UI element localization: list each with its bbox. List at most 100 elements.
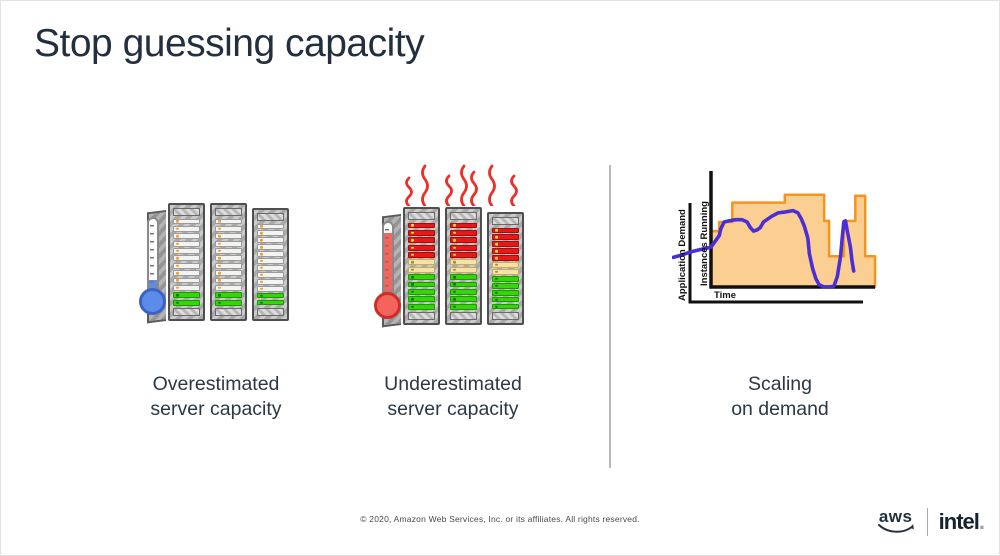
server-slot-idle: [173, 284, 200, 291]
slot-led-icon: [495, 263, 498, 267]
server-slot-overload: [492, 248, 519, 254]
slot-led-icon: [218, 234, 221, 238]
server-slot-active: [408, 274, 435, 280]
server-slot-idle: [257, 251, 284, 257]
server-slot-idle: [257, 244, 284, 250]
slot-led-icon: [453, 290, 456, 294]
slot-led-icon: [260, 280, 263, 284]
server-slot-active: [408, 281, 435, 288]
server-slot-warn: [450, 259, 477, 266]
thermometer-icon: [373, 221, 403, 319]
slot-led-icon: [260, 287, 263, 291]
slot-led-icon: [411, 261, 414, 264]
server-slot-warn: [408, 259, 435, 266]
server-slot-idle: [173, 240, 200, 247]
server-rack: [168, 203, 205, 321]
server-slot-active: [492, 276, 519, 282]
slot-led-icon: [176, 220, 179, 223]
slot-led-icon: [218, 220, 221, 223]
server-rack: [487, 212, 524, 325]
server-slot-idle: [215, 262, 242, 269]
vertical-divider: [609, 165, 611, 468]
slot-led-icon: [453, 253, 456, 257]
slot-led-icon: [495, 256, 498, 260]
server-slot-warn: [492, 262, 519, 268]
server-slot-active: [408, 296, 435, 303]
rack-bottom-cap: [450, 312, 477, 320]
server-slot-idle: [257, 272, 284, 278]
slot-led-icon: [453, 231, 456, 235]
slot-led-icon: [218, 286, 221, 290]
server-slot-active: [257, 293, 284, 299]
underestimated-servers-illustration: [374, 164, 524, 328]
thermometer-ticks: [150, 225, 154, 285]
slot-led-icon: [411, 253, 414, 257]
server-slot-idle: [215, 277, 242, 284]
slot-led-icon: [411, 275, 414, 279]
slot-led-icon: [411, 224, 414, 227]
aws-logo-text: aws: [878, 506, 913, 526]
server-slot-active: [173, 292, 200, 299]
server-slot-idle: [257, 279, 284, 285]
server-slot-active: [215, 292, 242, 299]
server-slot-overload: [408, 222, 435, 229]
slot-led-icon: [218, 301, 221, 304]
rack-top-cap: [173, 208, 200, 216]
server-slot-warn: [408, 266, 435, 273]
server-slot-overload: [450, 229, 477, 236]
slot-led-icon: [411, 246, 414, 249]
slot-led-icon: [260, 238, 263, 242]
logo-separator: [926, 508, 928, 536]
slot-led-icon: [176, 257, 179, 260]
server-slot-active: [492, 303, 519, 310]
server-slot-warn: [492, 269, 519, 275]
server-slot-active: [450, 288, 477, 295]
slot-led-icon: [495, 270, 498, 274]
server-slot-idle: [257, 258, 284, 264]
slot-led-icon: [411, 290, 414, 294]
slot-led-icon: [495, 228, 498, 232]
slot-led-icon: [453, 305, 456, 308]
server-slot-idle: [215, 284, 242, 291]
slot-led-icon: [260, 252, 263, 256]
slot-led-icon: [218, 264, 221, 267]
server-slot-active: [257, 299, 284, 306]
server-rack: [210, 203, 247, 321]
slot-led-icon: [453, 283, 456, 286]
server-slot-active: [450, 296, 477, 303]
slot-led-icon: [495, 235, 498, 239]
server-slot-overload: [492, 227, 519, 233]
server-slot-active: [492, 283, 519, 289]
rack-slots: [492, 227, 519, 310]
slot-led-icon: [176, 271, 179, 275]
server-slot-overload: [492, 241, 519, 247]
slot-led-icon: [411, 297, 414, 301]
slot-led-icon: [495, 298, 498, 301]
server-slot-idle: [173, 233, 200, 240]
copyright-footer: © 2020, Amazon Web Services, Inc. or its…: [360, 514, 640, 524]
rack-slots: [257, 223, 284, 306]
thermometer-icon: [138, 217, 168, 315]
rack-top-cap: [215, 208, 242, 216]
rack-slots: [450, 222, 477, 310]
slot-led-icon: [495, 291, 498, 295]
rack-top-cap: [408, 212, 435, 220]
server-slot-idle: [173, 255, 200, 262]
server-slot-idle: [173, 248, 200, 254]
server-slot-idle: [173, 218, 200, 225]
slot-led-icon: [218, 257, 221, 260]
caption-underestimated: Underestimated server capacity: [384, 373, 522, 420]
server-slot-idle: [257, 286, 284, 292]
thermometer-tube: [147, 217, 159, 289]
thermometer-bulb: [139, 288, 166, 315]
server-slot-idle: [257, 223, 284, 229]
server-slot-active: [450, 303, 477, 310]
slot-led-icon: [411, 231, 414, 235]
rack-slots: [173, 218, 200, 306]
brand-logos: aws intel.: [876, 506, 985, 536]
slot-led-icon: [411, 283, 414, 286]
slot-led-icon: [453, 297, 456, 301]
server-slot-overload: [492, 234, 519, 240]
server-rack-group: [382, 207, 524, 328]
